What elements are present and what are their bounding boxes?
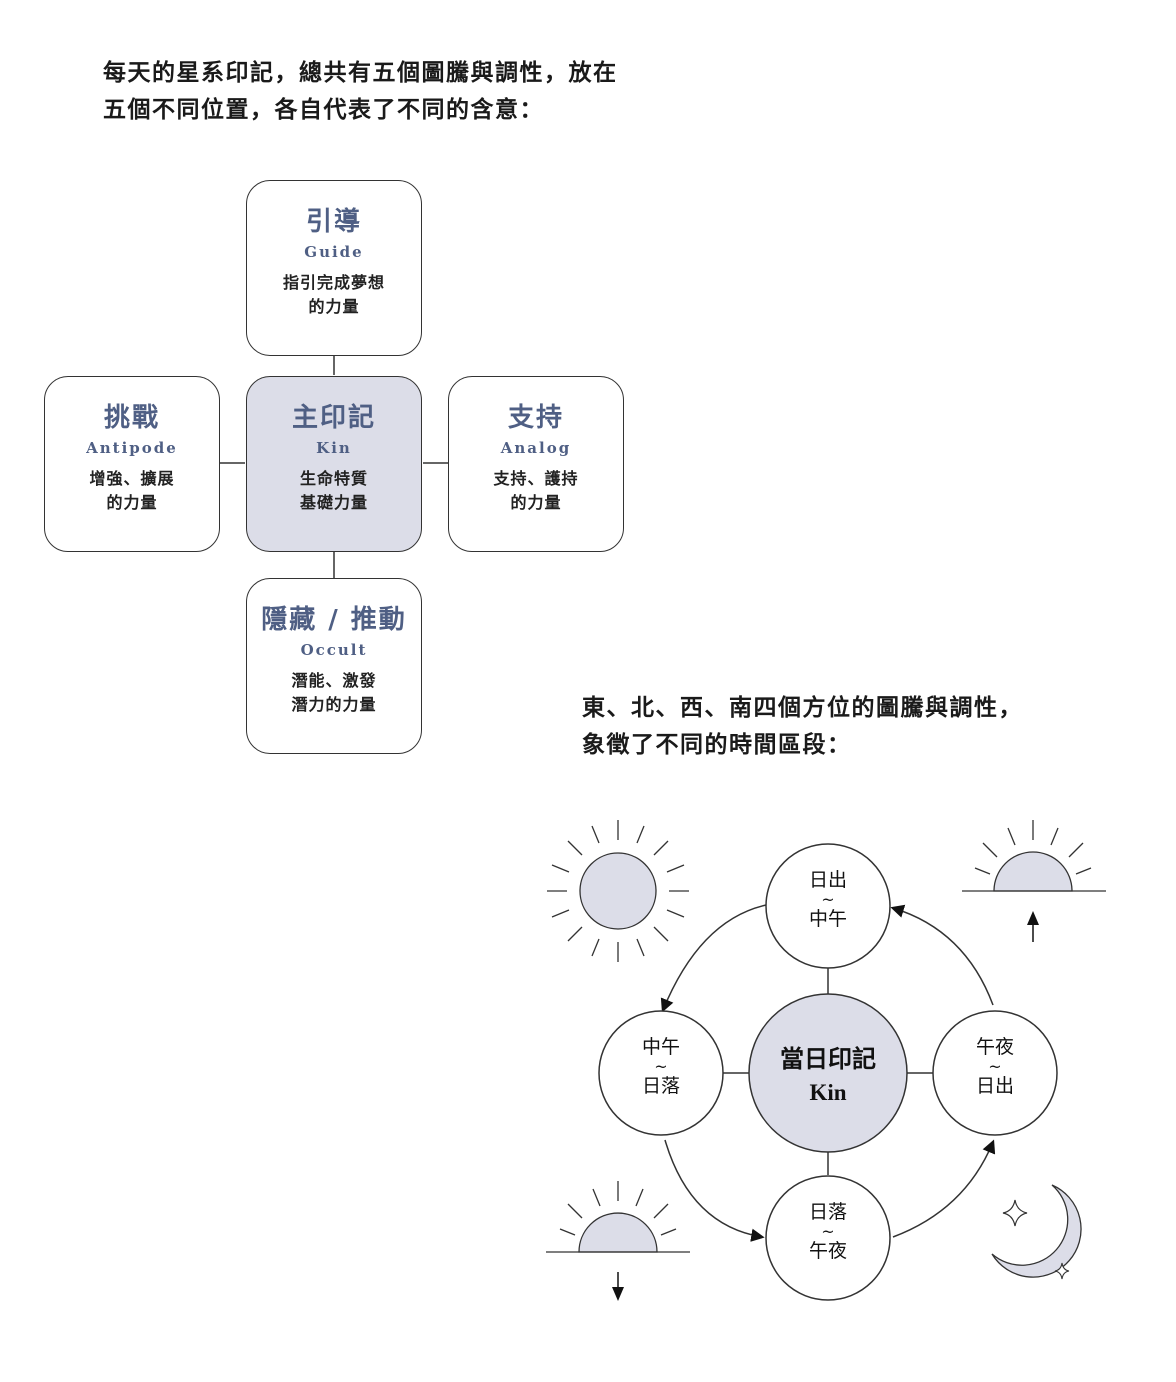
- center-circle-en: Kin: [809, 1080, 847, 1105]
- occult-title: 隱藏 / 推動: [261, 605, 407, 635]
- occult-box: 隱藏 / 推動 Occult 潛能、激發 潛力的力量: [246, 578, 422, 754]
- left-circle-label: 中午 ~ 日落: [606, 1035, 716, 1099]
- full-sun-icon: [547, 820, 689, 962]
- sunrise-icon: [962, 820, 1106, 892]
- guide-desc-2: 的力量: [308, 297, 360, 316]
- top-circle-line-3: 中午: [808, 908, 847, 930]
- bottom-circle-line-1: 日落: [808, 1201, 847, 1223]
- intro-heading-line-2: 五個不同位置，各自代表了不同的含意：: [103, 96, 544, 123]
- right-circle-tilde: ~: [988, 1057, 1002, 1076]
- sunrise-arrow-up-icon: [1027, 911, 1039, 942]
- right-circle-line-1: 午夜: [975, 1036, 1014, 1058]
- kin-desc-2: 基礎力量: [299, 493, 368, 512]
- top-circle-tilde: ~: [821, 890, 835, 909]
- analog-title: 支持: [507, 403, 564, 433]
- antipode-box: 挑戰 Antipode 增強、擴展 的力量: [44, 376, 220, 552]
- cycle-heading-line-2: 象徵了不同的時間區段：: [582, 731, 852, 758]
- right-circle-label: 午夜 ~ 日出: [940, 1035, 1050, 1099]
- intro-heading: 每天的星系印記，總共有五個圖騰與調性，放在 五個不同位置，各自代表了不同的含意：: [103, 54, 618, 128]
- analog-desc-2: 的力量: [510, 493, 562, 512]
- antipode-desc-1: 增強、擴展: [89, 469, 175, 488]
- kin-en: Kin: [316, 439, 352, 457]
- bottom-circle-tilde: ~: [821, 1222, 835, 1241]
- left-circle-tilde: ~: [654, 1057, 668, 1076]
- antipode-title: 挑戰: [103, 403, 160, 433]
- cycle-heading-line-1: 東、北、西、南四個方位的圖騰與調性，: [582, 694, 1023, 721]
- guide-desc-1: 指引完成夢想: [282, 273, 385, 292]
- occult-desc-2: 潛力的力量: [291, 695, 377, 714]
- center-circle-label: 當日印記 Kin: [753, 1042, 903, 1110]
- guide-en: Guide: [304, 243, 364, 261]
- top-circle-label: 日出 ~ 中午: [773, 868, 883, 932]
- guide-title: 引導: [305, 207, 362, 237]
- left-circle-line-3: 日落: [641, 1075, 680, 1097]
- kin-desc-1: 生命特質: [299, 469, 368, 488]
- occult-en: Occult: [300, 641, 368, 659]
- occult-desc-1: 潛能、激發: [291, 671, 377, 690]
- sparkle-icon: [1002, 1199, 1028, 1227]
- right-circle-line-3: 日出: [975, 1075, 1014, 1097]
- top-circle-line-1: 日出: [808, 869, 847, 891]
- antipode-en: Antipode: [86, 439, 178, 457]
- cycle-heading: 東、北、西、南四個方位的圖騰與調性， 象徵了不同的時間區段：: [582, 689, 1023, 763]
- left-circle-line-1: 中午: [641, 1036, 680, 1058]
- antipode-desc-2: 的力量: [106, 493, 158, 512]
- crescent-moon-icon: [991, 1184, 1082, 1278]
- analog-desc-1: 支持、護持: [493, 469, 579, 488]
- center-circle-title: 當日印記: [780, 1044, 876, 1073]
- sparkle-small-icon: [1054, 1262, 1070, 1280]
- bottom-circle-line-3: 午夜: [808, 1240, 847, 1262]
- bottom-circle-label: 日落 ~ 午夜: [773, 1200, 883, 1264]
- kin-box: 主印記 Kin 生命特質 基礎力量: [246, 376, 422, 552]
- kin-title: 主印記: [291, 403, 376, 433]
- analog-box: 支持 Analog 支持、護持 的力量: [448, 376, 624, 552]
- guide-box: 引導 Guide 指引完成夢想 的力量: [246, 180, 422, 356]
- sunset-arrow-down-icon: [612, 1272, 624, 1301]
- sunset-icon: [546, 1181, 690, 1253]
- intro-heading-line-1: 每天的星系印記，總共有五個圖騰與調性，放在: [103, 59, 618, 86]
- analog-en: Analog: [500, 439, 572, 457]
